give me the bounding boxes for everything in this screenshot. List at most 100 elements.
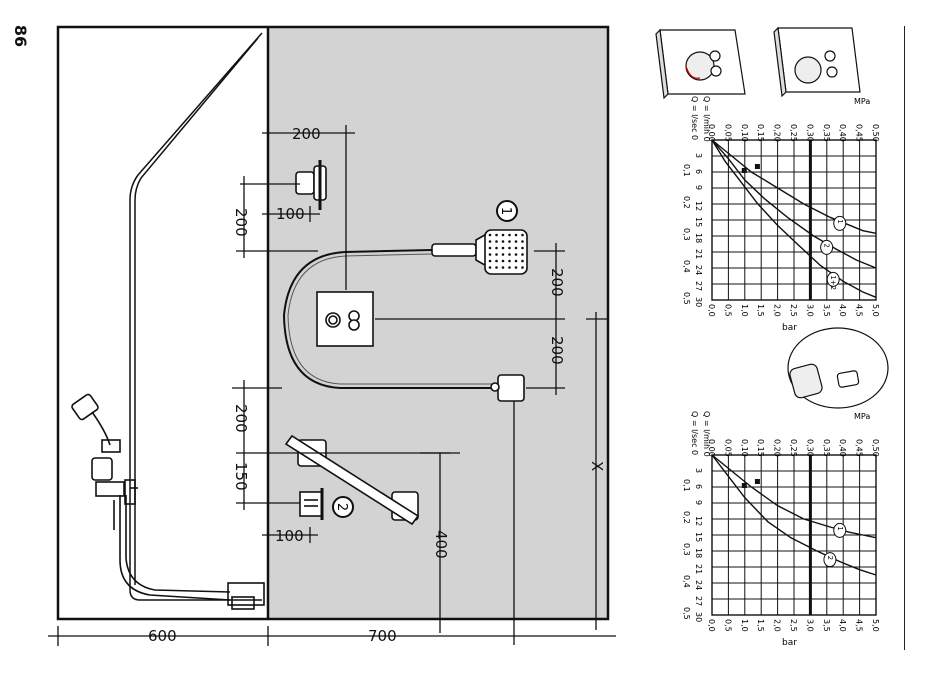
dim-600: 600: [148, 627, 177, 645]
shower-nozzle: [501, 253, 505, 256]
lmin-tick-label: 12: [694, 516, 703, 526]
shower-nozzle: [501, 266, 505, 269]
lsec-tick-label: 0,3: [682, 543, 691, 556]
shower-nozzle: [488, 266, 492, 269]
curve-label: 1: [836, 219, 844, 223]
dim-200-left-upper: 200: [232, 208, 250, 237]
lmin-tick-label: 24: [694, 265, 703, 275]
shower-nozzle: [488, 259, 492, 263]
shower-nozzle: [501, 259, 505, 263]
lmin-tick-label: 15: [694, 532, 703, 542]
drawing-frame: [56, 25, 610, 621]
shower-nozzle: [501, 246, 505, 250]
mpa-tick-label: 0,00: [707, 439, 716, 457]
lmin-tick-label: 9: [694, 185, 703, 190]
shower-nozzle: [514, 233, 518, 237]
dim-100-lower: 100: [275, 527, 304, 545]
shower-nozzle: [488, 253, 492, 256]
bar-tick-label: 4,0: [838, 619, 847, 632]
bathtub-outline: [129, 32, 263, 601]
shower-nozzle: [514, 240, 518, 243]
bar-tick-label: 0,0: [707, 619, 716, 632]
mpa-tick-label: 0,20: [773, 124, 782, 142]
curve-marker: [741, 483, 747, 488]
q-lsec-label: Q = l/sec 0: [690, 96, 699, 140]
mpa-tick-label: 0,10: [740, 124, 749, 142]
shower-nozzle: [521, 246, 524, 250]
mpa-tick-label: 0,30: [805, 124, 814, 142]
bar-tick-label: 4,0: [838, 304, 847, 317]
mpa-tick-label: 0,05: [723, 124, 732, 142]
mpa-tick-label: 0,10: [740, 439, 749, 457]
curve-marker: [754, 479, 760, 484]
shower-nozzle: [508, 259, 511, 263]
bar-tick-label: 1,0: [740, 619, 749, 632]
shower-nozzle: [488, 233, 492, 237]
dim-150: 150: [232, 462, 250, 491]
shower-nozzle: [508, 246, 511, 250]
bar-tick-label: 2,0: [773, 304, 782, 317]
mpa-tick-label: 0,00: [707, 124, 716, 142]
lmin-tick-label: 24: [694, 580, 703, 590]
mpa-unit-label: MPa: [854, 97, 870, 106]
shower-nozzle: [495, 253, 498, 256]
mpa-tick-label: 0,40: [838, 439, 847, 457]
shower-nozzle: [514, 266, 518, 269]
lmin-tick-label: 27: [694, 596, 703, 606]
curve-label-bubble: [826, 271, 840, 287]
wall-outlet-elbow: [295, 160, 327, 210]
lmin-tick-label: 12: [694, 201, 703, 211]
bar-tick-label: 5,0: [871, 304, 880, 317]
curve-marker: [754, 164, 760, 169]
curve-label-bubble: [820, 239, 834, 255]
shower-nozzle: [488, 246, 492, 250]
bar-tick-label: 1,5: [756, 304, 765, 317]
bar-tick-label: 3,5: [822, 619, 831, 632]
shower-nozzle: [514, 259, 518, 263]
shower-nozzle: [495, 240, 498, 243]
bar-unit-label: bar: [782, 323, 797, 333]
shower-nozzle: [521, 240, 524, 243]
lmin-tick-label: 18: [694, 548, 703, 558]
shower-nozzle: [508, 253, 511, 256]
lsec-tick-label: 0,5: [682, 292, 691, 305]
bar-tick-label: 5,0: [871, 619, 880, 632]
bar-tick-label: 1,0: [740, 304, 749, 317]
drain-assembly: [71, 393, 265, 610]
bar-tick-label: 2,5: [789, 619, 798, 632]
bar-tick-label: 0,5: [723, 619, 732, 632]
shower-nozzle: [495, 233, 498, 237]
lsec-tick-label: 0,5: [682, 607, 691, 620]
product-sketch-square-1: [655, 28, 746, 100]
shower-nozzle: [495, 259, 498, 263]
dim-x: X: [588, 461, 606, 471]
lmin-tick-label: 9: [694, 500, 703, 505]
bar-tick-label: 2,0: [773, 619, 782, 632]
shower-nozzle: [508, 266, 511, 269]
curve-label: 2: [823, 243, 831, 247]
dim-400: 400: [432, 530, 450, 559]
lsec-tick-label: 0,4: [682, 575, 691, 588]
mpa-tick-label: 0,20: [773, 439, 782, 457]
mpa-tick-label: 0,50: [871, 439, 880, 457]
lsec-tick-label: 0,3: [682, 228, 691, 241]
shower-nozzle: [521, 233, 524, 237]
shower-nozzle: [514, 246, 518, 250]
flow-curve: [711, 454, 877, 539]
shower-nozzle: [514, 253, 518, 256]
dim-200-top: 200: [292, 125, 321, 143]
shower-nozzle: [495, 246, 498, 250]
dimension-lines: [48, 125, 616, 646]
dim-200-right-lower: 200: [548, 336, 566, 365]
lmin-tick-label: 27: [694, 281, 703, 291]
column-divider: [904, 26, 905, 650]
mpa-tick-label: 0,45: [855, 124, 864, 142]
curve-label: 2: [826, 556, 834, 560]
product-sketch-square-2: [773, 26, 861, 98]
shower-nozzle: [521, 253, 524, 256]
q-lmin-label: Q = l/min 0: [702, 96, 711, 142]
mpa-tick-label: 0,15: [756, 124, 765, 142]
callout-2: 2: [332, 496, 354, 518]
shower-nozzle: [488, 240, 492, 243]
